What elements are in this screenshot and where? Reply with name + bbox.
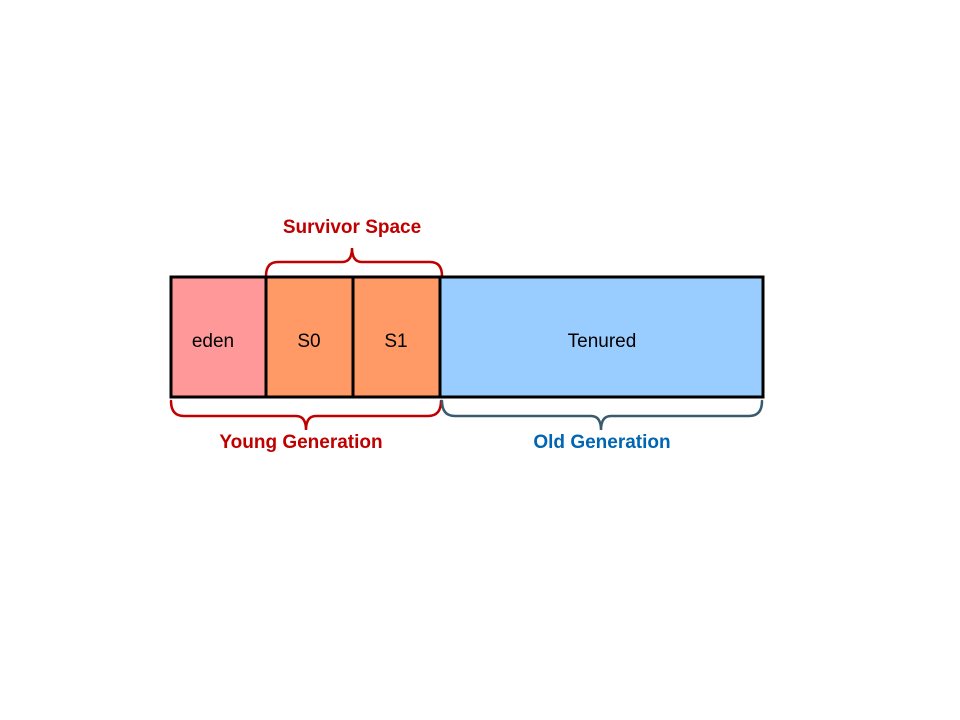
survivor-space-label: Survivor Space [283, 217, 421, 238]
tenured-label: Tenured [568, 331, 637, 352]
old-generation-brace [440, 399, 764, 431]
young-generation-label: Young Generation [219, 432, 382, 453]
young-generation-brace [169, 399, 443, 431]
s1-label: S1 [384, 331, 407, 352]
eden-label: eden [192, 331, 234, 352]
s1-segment [351, 275, 442, 399]
tenured-segment [438, 275, 765, 399]
eden-segment [169, 275, 268, 399]
s0-segment [264, 275, 355, 399]
survivor-space-brace [264, 247, 444, 278]
old-generation-label: Old Generation [533, 432, 670, 453]
s0-label: S0 [297, 331, 320, 352]
